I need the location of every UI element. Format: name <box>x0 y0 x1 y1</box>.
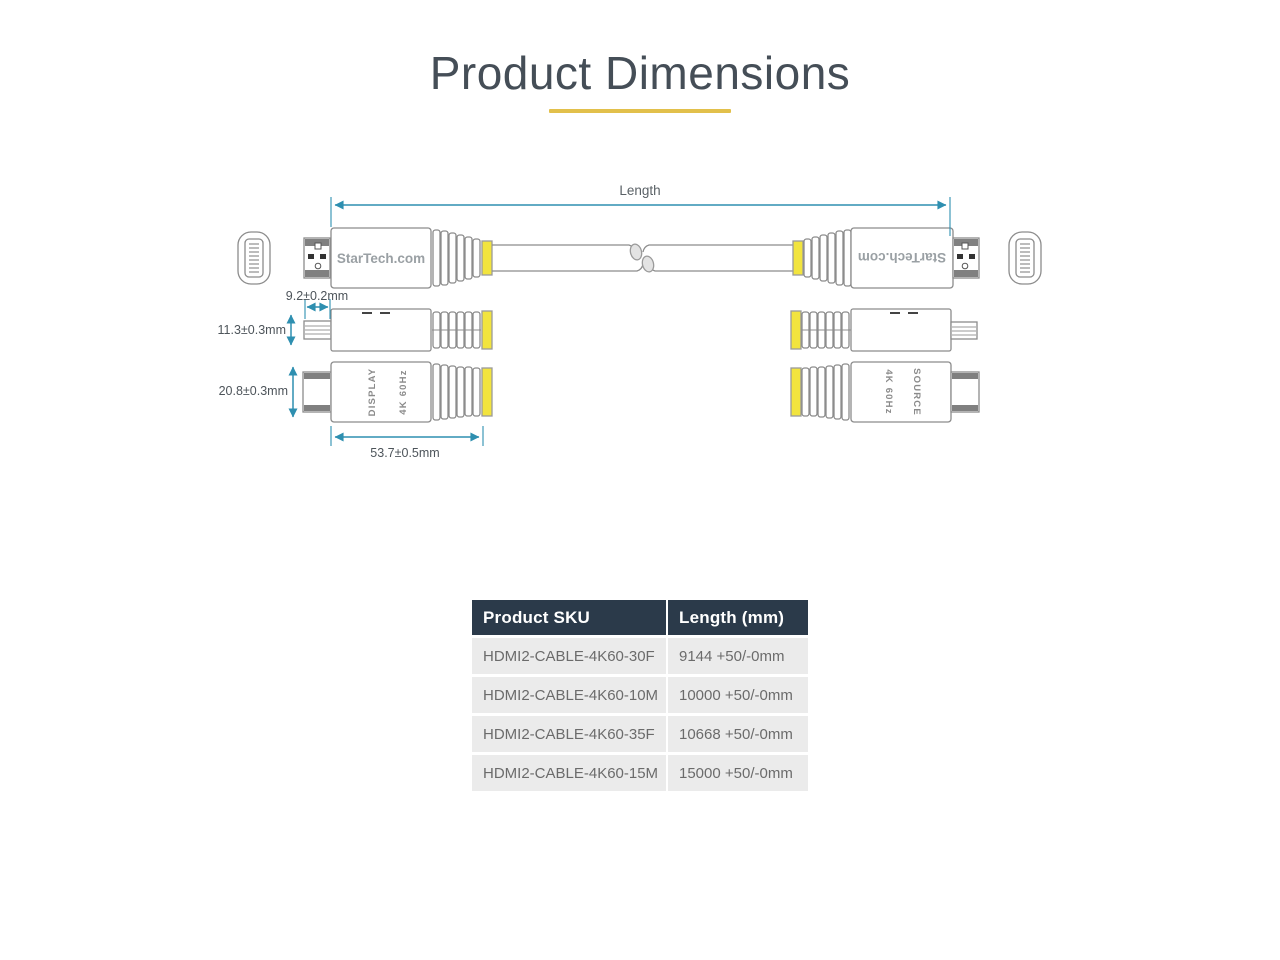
brand-right: StarTech.com <box>858 250 946 265</box>
right-connector-source-label: SOURCE <box>911 368 922 416</box>
connector-length-extension-lines <box>330 426 484 446</box>
left-strain-relief <box>432 229 481 287</box>
table-cell-length: 10000 +50/-0mm <box>668 677 808 713</box>
plug-length-extension-lines <box>304 299 331 319</box>
diagram-text: Length 9.2±0.2mm 11.3±0.3mm 20.8±0.3mm 5… <box>218 183 947 460</box>
left-connector-display-label: DISPLAY <box>367 368 378 417</box>
connector-height-dim: 20.8±0.3mm <box>219 384 288 398</box>
left-connector-side-view <box>302 361 493 423</box>
connector-length-dim: 53.7±0.5mm <box>370 446 439 460</box>
right-connector-4k-label: 4K 60Hz <box>883 369 894 414</box>
plug-height-dim: 11.3±0.3mm <box>218 323 286 337</box>
left-connector-top-view <box>303 308 493 352</box>
right-hdmi-port-face <box>1008 231 1042 285</box>
sku-length-table: Product SKU Length (mm) HDMI2-CABLE-4K60… <box>472 600 808 791</box>
table-cell-length: 10668 +50/-0mm <box>668 716 808 752</box>
title-accent-underline <box>549 109 731 113</box>
table-cell-sku: HDMI2-CABLE-4K60-10M <box>472 677 666 713</box>
left-hdmi-plug <box>303 237 331 279</box>
table-header-sku: Product SKU <box>472 600 666 635</box>
table-cell-sku: HDMI2-CABLE-4K60-35F <box>472 716 666 752</box>
right-connector-top-view <box>790 308 978 352</box>
dimension-annotations <box>286 197 951 446</box>
table-cell-length: 15000 +50/-0mm <box>668 755 808 791</box>
left-connector-body <box>330 227 432 289</box>
right-strain-relief <box>803 229 852 287</box>
table-cell-sku: HDMI2-CABLE-4K60-15M <box>472 755 666 791</box>
right-hdmi-plug <box>952 237 980 279</box>
length-extension-lines <box>330 197 951 236</box>
left-yellow-band <box>481 240 493 276</box>
table-cell-length: 9144 +50/-0mm <box>668 638 808 674</box>
table-cell-sku: HDMI2-CABLE-4K60-30F <box>472 638 666 674</box>
right-yellow-band <box>792 240 804 276</box>
length-label: Length <box>619 183 660 198</box>
left-hdmi-port-face <box>237 231 271 285</box>
right-connector-side-view <box>790 361 980 423</box>
table-header-length: Length (mm) <box>668 600 808 635</box>
cable-dimension-diagram: Length 9.2±0.2mm 11.3±0.3mm 20.8±0.3mm 5… <box>218 183 1042 460</box>
cable-line-art <box>237 227 1042 423</box>
brand-left: StarTech.com <box>337 251 425 266</box>
plug-length-dim: 9.2±0.2mm <box>286 289 348 303</box>
left-connector-4k-label: 4K 60Hz <box>398 369 409 414</box>
page-title: Product Dimensions <box>429 47 851 99</box>
cable-run <box>492 243 793 273</box>
